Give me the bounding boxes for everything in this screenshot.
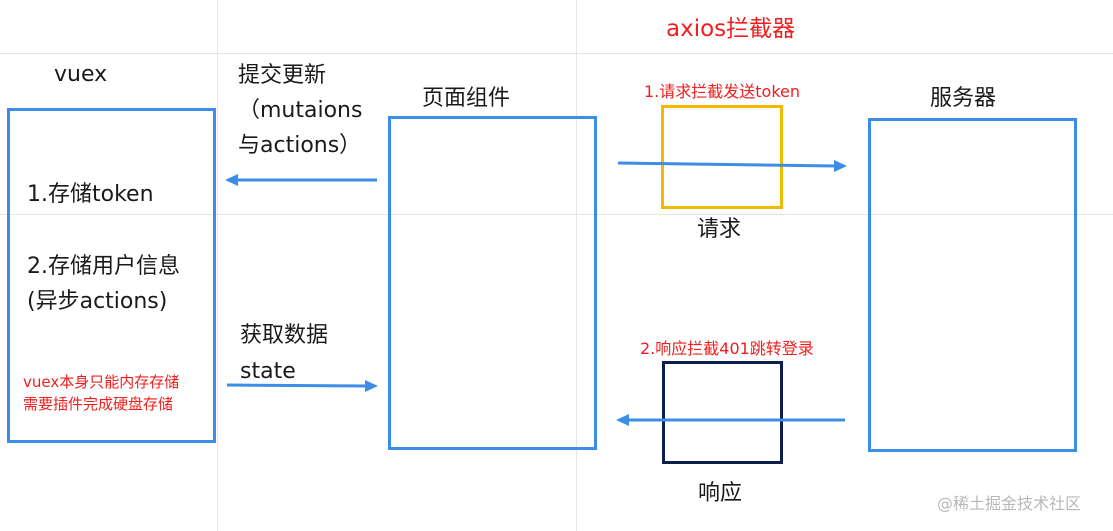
grid-line-horizontal-top <box>0 53 1113 54</box>
request-arrow-head <box>834 160 847 172</box>
commit-label-line-3: 与actions） <box>238 133 362 158</box>
page-component-label: 页面组件 <box>422 86 511 111</box>
vuex-note-line-2: 需要插件完成硬盘存储 <box>23 394 174 413</box>
diagram-title: axios拦截器 <box>666 16 796 42</box>
response-label: 响应 <box>698 481 743 506</box>
grid-line-horizontal-middle <box>0 214 1113 215</box>
watermark: @稀土掘金技术社区 <box>937 494 1082 513</box>
request-arrow <box>617 161 837 168</box>
vuex-note-line-1: vuex本身只能内存存储 <box>23 373 180 391</box>
page-component-box <box>388 116 597 450</box>
request-interceptor-box <box>661 105 783 209</box>
vuex-note: vuex本身只能内存存储 需要插件完成硬盘存储 <box>23 372 179 416</box>
response-interceptor-box <box>662 361 783 464</box>
vuex-item-store-token: 1.存储token <box>27 182 154 207</box>
response-interceptor-caption: 2.响应拦截401跳转登录 <box>640 339 814 358</box>
vuex-item-async-actions: (异步actions) <box>27 289 168 314</box>
grid-line-vertical-center <box>576 0 577 531</box>
commit-label-line-1: 提交更新 <box>238 63 327 88</box>
commit-label-line-2: （mutaions <box>238 98 363 123</box>
state-arrow-head <box>365 380 378 392</box>
state-arrow-label: 获取数据 state <box>240 318 328 390</box>
state-arrow <box>226 383 368 388</box>
server-box <box>868 118 1077 452</box>
commit-arrow-label: 提交更新 （mutaions 与actions） <box>238 58 362 163</box>
response-arrow-head <box>616 414 629 426</box>
vuex-box <box>7 108 216 443</box>
grid-line-vertical-left <box>217 0 218 531</box>
server-label: 服务器 <box>930 86 997 111</box>
vuex-label: vuex <box>54 62 108 87</box>
state-label-line-1: 获取数据 <box>240 323 329 348</box>
request-interceptor-caption: 1.请求拦截发送token <box>644 82 801 101</box>
state-label-line-2: state <box>240 359 296 384</box>
request-label: 请求 <box>697 217 742 242</box>
commit-arrow-head <box>225 174 238 186</box>
vuex-item-store-user-info: 2.存储用户信息 <box>27 254 180 279</box>
